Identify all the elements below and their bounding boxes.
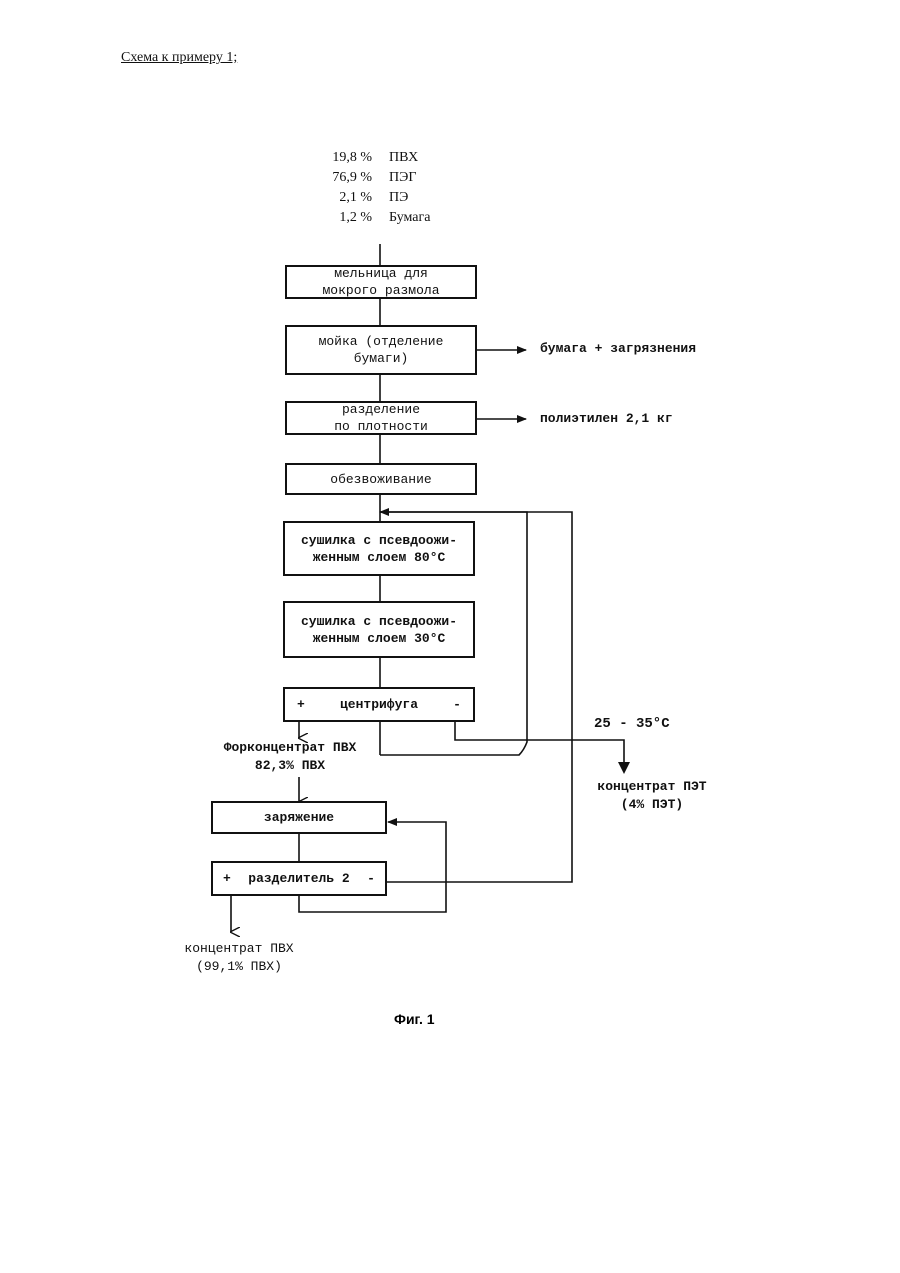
dryer-80-box: сушилка с псевдоожи- женным слоем 80°C bbox=[283, 521, 475, 576]
arrow-pet-out bbox=[618, 762, 630, 774]
mill-label-line: мокрого размола bbox=[322, 282, 439, 299]
centrifuge-box: + центрифуга - bbox=[283, 687, 475, 722]
separator-label: разделитель 2 bbox=[248, 870, 349, 887]
pet-concentrate-line: концентрат ПЭТ bbox=[580, 778, 724, 796]
dewatering-box: обезвоживание bbox=[285, 463, 477, 495]
separator-box: + разделитель 2 - bbox=[211, 861, 387, 896]
output-pvc-concentrate: концентрат ПВХ (99,1% ПВХ) bbox=[174, 940, 304, 976]
output-pe-label: полиэтилен 2,1 кг bbox=[540, 411, 673, 426]
separator-plus: + bbox=[223, 870, 231, 887]
pet-concentrate-line: (4% ПЭТ) bbox=[580, 796, 724, 814]
pvc-preconcentrate-line: Форконцентрат ПВХ bbox=[215, 739, 365, 757]
wash-label-line: бумаги) bbox=[354, 350, 409, 367]
temperature-label: 25 - 35°C bbox=[594, 716, 670, 732]
density-separation-box: разделение по плотности bbox=[285, 401, 477, 435]
wash-box: мойка (отделение бумаги) bbox=[285, 325, 477, 375]
centrifuge-plus: + bbox=[297, 696, 305, 713]
density-label-line: разделение bbox=[342, 401, 420, 418]
mill-box: мельница для мокрого размола bbox=[285, 265, 477, 299]
centrifuge-minus: - bbox=[453, 696, 461, 713]
density-label-line: по плотности bbox=[334, 418, 428, 435]
output-paper-label: бумага + загрязнения bbox=[540, 341, 696, 356]
pvc-concentrate-line: концентрат ПВХ bbox=[174, 940, 304, 958]
centrifuge-label: центрифуга bbox=[340, 696, 418, 713]
dryer30-label-line: женным слоем 30°C bbox=[313, 630, 446, 647]
wash-label-line: мойка (отделение bbox=[319, 333, 444, 350]
charging-box: заряжение bbox=[211, 801, 387, 834]
dryer80-label-line: женным слоем 80°C bbox=[313, 549, 446, 566]
mill-label-line: мельница для bbox=[334, 265, 428, 282]
dryer-30-box: сушилка с псевдоожи- женным слоем 30°C bbox=[283, 601, 475, 658]
figure-caption: Фиг. 1 bbox=[394, 1011, 435, 1027]
output-pvc-preconcentrate: Форконцентрат ПВХ 82,3% ПВХ bbox=[215, 739, 365, 775]
dryer30-label-line: сушилка с псевдоожи- bbox=[301, 613, 457, 630]
dewater-label: обезвоживание bbox=[330, 471, 431, 488]
dryer80-label-line: сушилка с псевдоожи- bbox=[301, 532, 457, 549]
pvc-preconcentrate-line: 82,3% ПВХ bbox=[215, 757, 365, 775]
output-pet-concentrate: концентрат ПЭТ (4% ПЭТ) bbox=[580, 778, 724, 814]
charging-label: заряжение bbox=[264, 809, 334, 826]
pvc-concentrate-line: (99,1% ПВХ) bbox=[174, 958, 304, 976]
separator-minus: - bbox=[367, 870, 375, 887]
